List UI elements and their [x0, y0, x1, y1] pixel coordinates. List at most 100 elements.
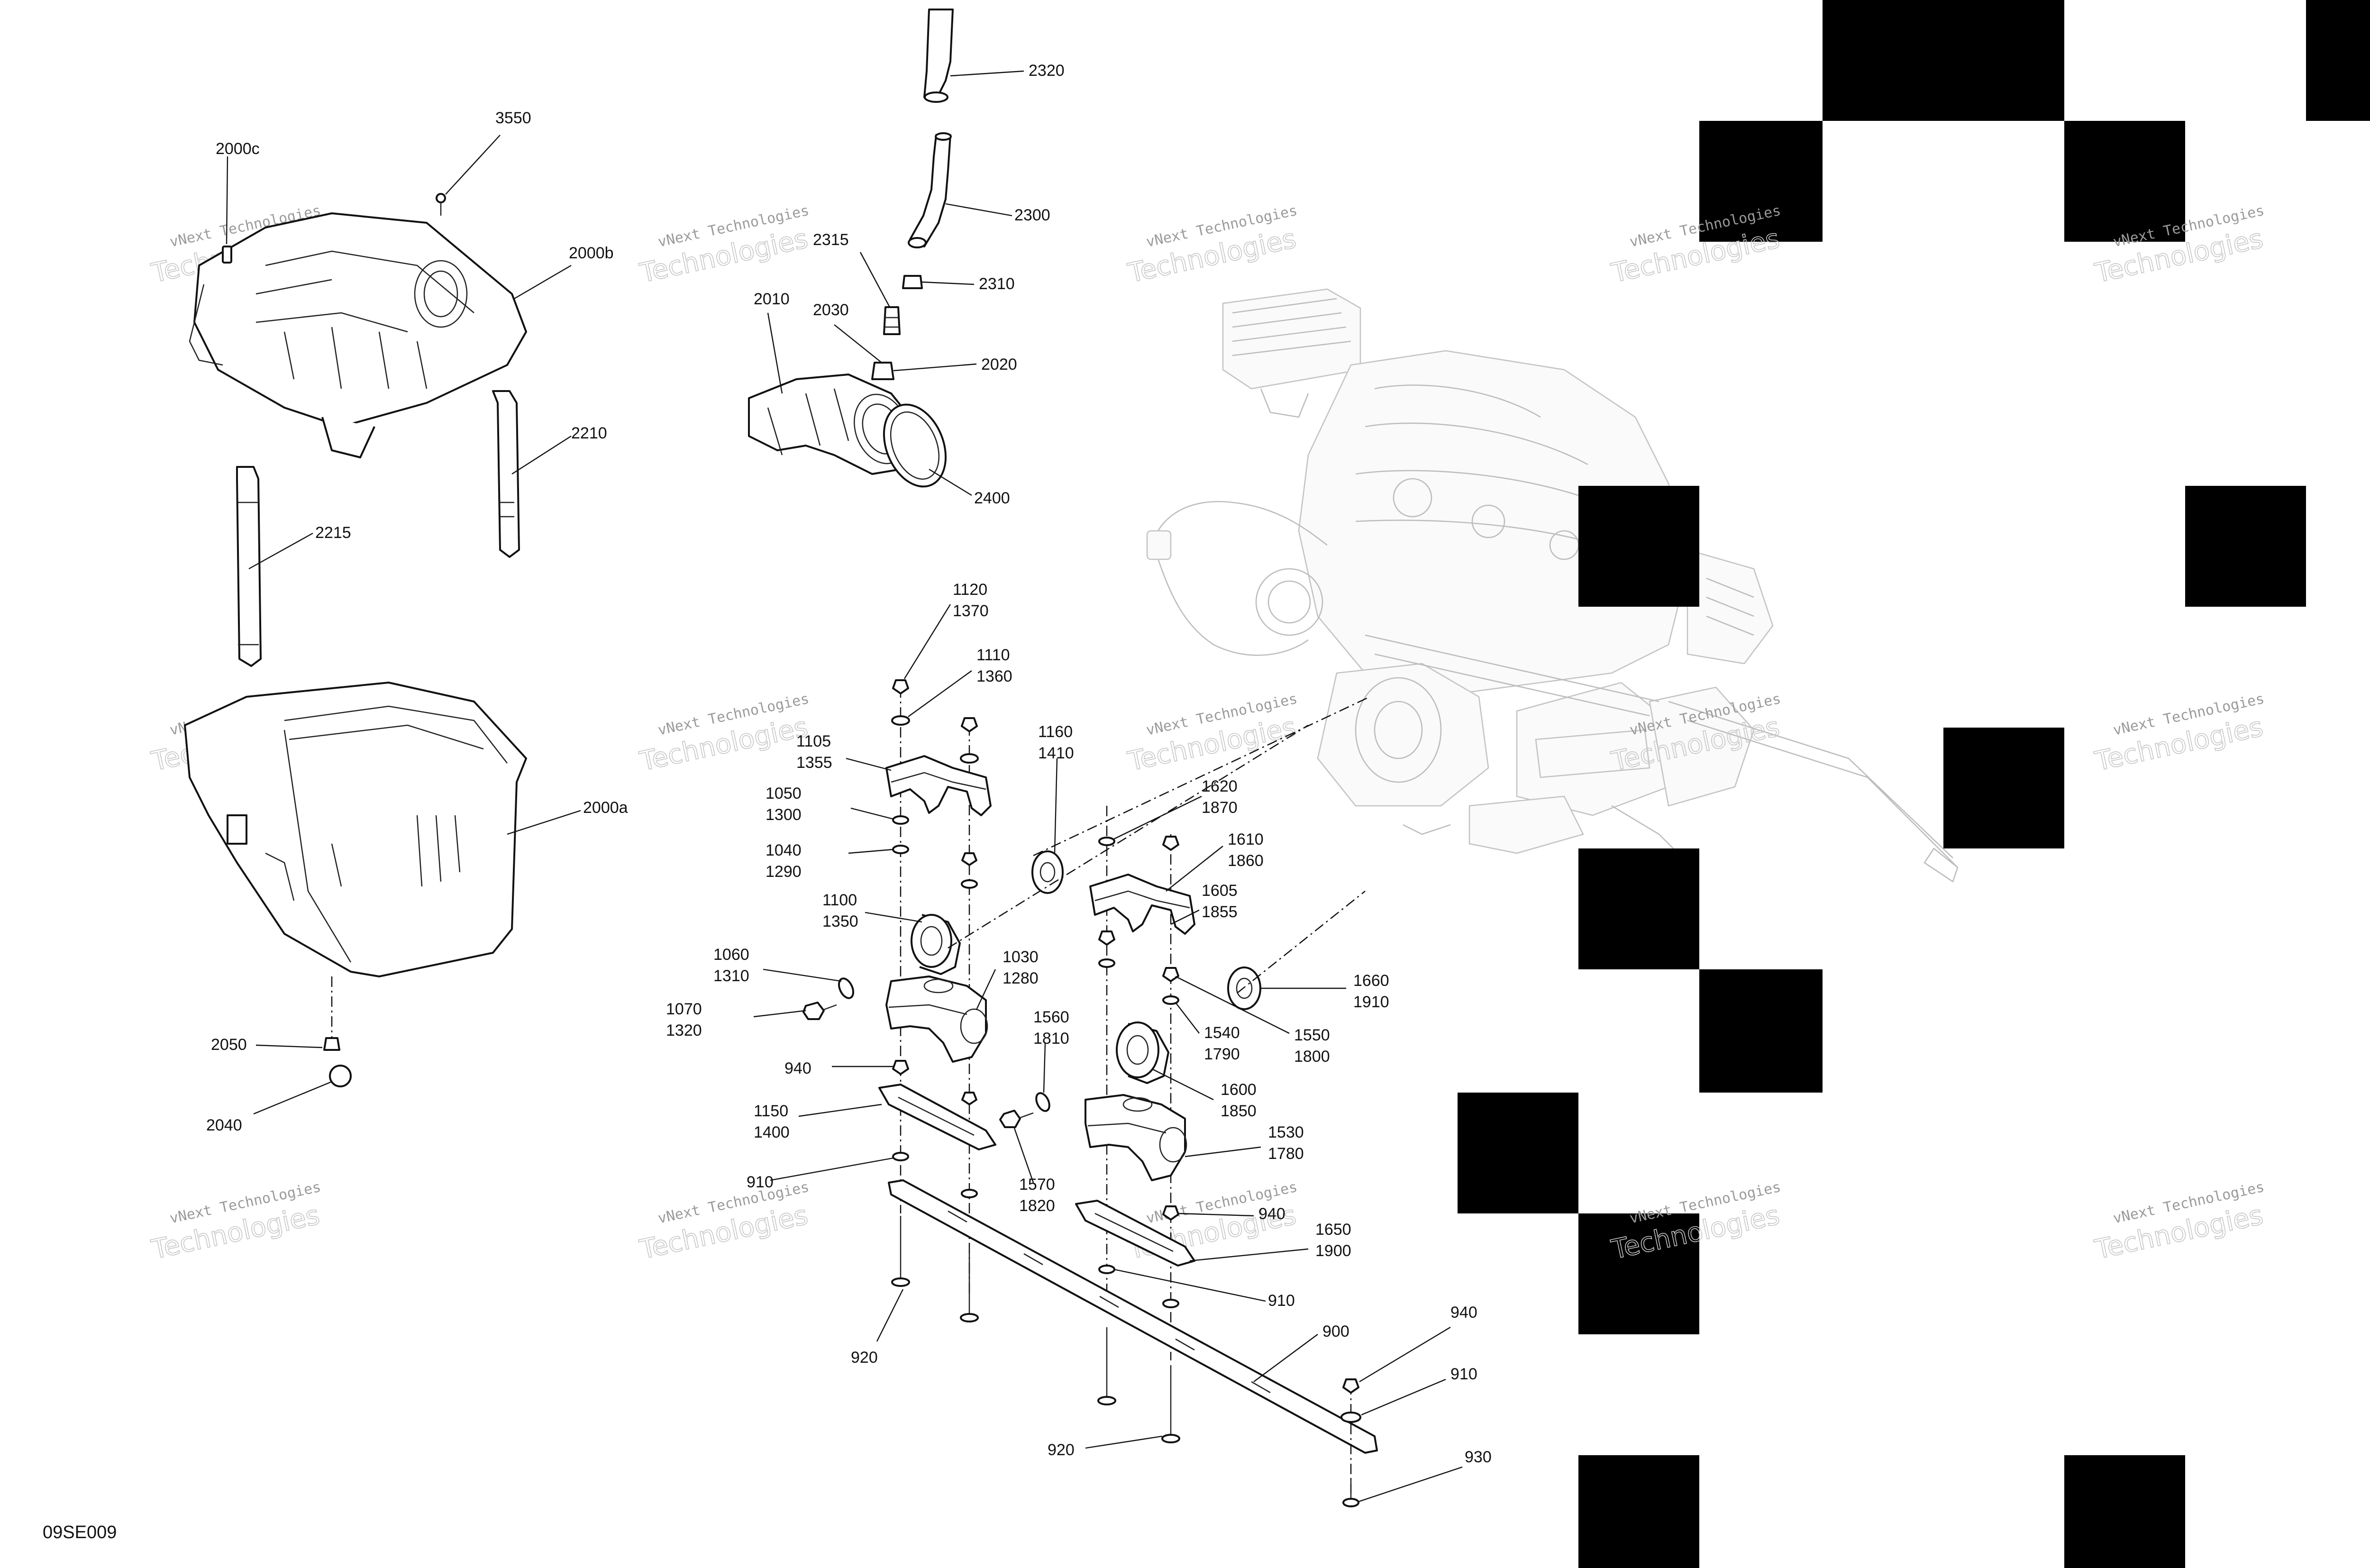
callout-1105: 1105	[796, 732, 831, 750]
callout-910: 910	[747, 1173, 774, 1191]
callout-1610: 1610	[1228, 830, 1264, 848]
hose-clamp-2400	[883, 403, 947, 488]
nipple-2315	[883, 306, 901, 335]
callout-1290: 1290	[766, 863, 802, 881]
callout-1280: 1280	[1003, 969, 1039, 987]
airbox-cover-2000b	[189, 212, 527, 458]
callout-940: 940	[1258, 1205, 1285, 1223]
washer-1110	[891, 715, 910, 726]
callout-2210: 2210	[571, 424, 607, 442]
bolt-1070	[802, 1002, 837, 1020]
bolt-1570	[999, 1110, 1034, 1128]
callout-940: 940	[1450, 1304, 1477, 1322]
callout-2215: 2215	[315, 524, 351, 542]
callout-2315: 2315	[813, 231, 849, 249]
callout-1410: 1410	[1038, 744, 1074, 762]
leader-lines	[226, 70, 1463, 1503]
bolt-920d	[1161, 1365, 1180, 1443]
callout-1060: 1060	[713, 946, 749, 964]
callout-1620: 1620	[1202, 777, 1238, 795]
callout-1100: 1100	[822, 891, 857, 909]
callout-1780: 1780	[1268, 1145, 1304, 1163]
callout-1360: 1360	[976, 667, 1012, 685]
callout-1790: 1790	[1204, 1045, 1240, 1063]
bushing-1160	[1031, 850, 1064, 894]
bracket-1030	[885, 975, 988, 1063]
callout-2300: 2300	[1014, 206, 1050, 224]
nut-1605	[1098, 930, 1115, 946]
bolt-920a	[891, 1216, 910, 1287]
airbox-base-2000a	[184, 682, 527, 977]
callout-1900: 1900	[1315, 1242, 1351, 1260]
callout-2020: 2020	[981, 356, 1017, 374]
nut-940b	[1162, 1205, 1179, 1221]
figure-id: 09SE009	[43, 1522, 117, 1542]
clamp-2000c	[222, 246, 232, 264]
callout-1850: 1850	[1221, 1102, 1257, 1120]
callout-920: 920	[851, 1349, 878, 1367]
engine-assembly-ghost	[1146, 288, 1959, 883]
callout-1300: 1300	[766, 806, 802, 824]
nut-1110b	[961, 717, 978, 732]
nut-1120	[892, 679, 909, 694]
callout-labels: 3550 2000c 2000b 2210 2215 2000a 2050 20…	[206, 62, 1492, 1466]
callout-1570: 1570	[1019, 1176, 1055, 1194]
callout-1050: 1050	[766, 784, 802, 802]
callout-1820: 1820	[1019, 1197, 1055, 1215]
clamp-2310	[902, 275, 923, 289]
bracket-1610	[1089, 874, 1195, 935]
callout-2000c: 2000c	[216, 140, 260, 158]
bushing-1600	[1116, 1021, 1169, 1084]
callout-1800: 1800	[1294, 1048, 1330, 1066]
callout-910: 910	[1268, 1292, 1295, 1310]
callout-900: 900	[1322, 1322, 1349, 1340]
washer-1050	[892, 815, 909, 825]
callout-1040: 1040	[766, 841, 802, 859]
callout-930: 930	[1465, 1448, 1492, 1466]
bolt-920c	[1097, 1327, 1116, 1405]
nut-940c	[1342, 1378, 1359, 1394]
callout-1030: 1030	[1003, 948, 1039, 966]
bolt-930	[1342, 1479, 1359, 1507]
callout-2400: 2400	[974, 489, 1010, 507]
callout-2030: 2030	[813, 301, 849, 319]
callout-1810: 1810	[1033, 1030, 1069, 1048]
callout-2010: 2010	[754, 290, 790, 308]
hose-2320	[923, 9, 954, 103]
cap-2040	[329, 1065, 352, 1087]
grommet-2030	[871, 362, 894, 380]
strap-2215	[236, 466, 262, 667]
redaction-squares	[1458, 0, 2370, 1568]
bushing-1660	[1227, 966, 1261, 1010]
callout-1150: 1150	[754, 1102, 788, 1120]
strap-2210	[492, 390, 520, 558]
bushing-1100	[911, 914, 961, 975]
callout-1530: 1530	[1268, 1123, 1304, 1141]
callout-910: 910	[1450, 1365, 1477, 1383]
nut-940ab	[961, 1092, 977, 1105]
callout-940: 940	[784, 1059, 811, 1077]
callout-1355: 1355	[796, 754, 832, 772]
callout-2050: 2050	[211, 1036, 247, 1054]
washer-1110c	[960, 753, 979, 764]
washer-910a	[892, 1152, 909, 1161]
callout-1660: 1660	[1353, 972, 1389, 990]
rail-900	[888, 1179, 1378, 1454]
callout-2040: 2040	[206, 1116, 242, 1134]
callout-1370: 1370	[953, 602, 989, 620]
washer-910ab	[961, 1189, 978, 1198]
washer-1620	[1098, 837, 1115, 846]
washer-1540	[1162, 995, 1179, 1005]
callout-3550: 3550	[495, 109, 531, 127]
callout-2000b: 2000b	[569, 244, 614, 262]
washer-910c	[1340, 1412, 1361, 1423]
callout-1110: 1110	[976, 646, 1010, 664]
nut-1620b	[1162, 836, 1179, 851]
callout-1540: 1540	[1204, 1024, 1240, 1042]
callout-1550: 1550	[1294, 1026, 1330, 1044]
callout-1120: 1120	[953, 581, 987, 599]
callout-1310: 1310	[713, 967, 749, 985]
callout-920: 920	[1048, 1441, 1075, 1459]
callout-1160: 1160	[1038, 723, 1073, 741]
